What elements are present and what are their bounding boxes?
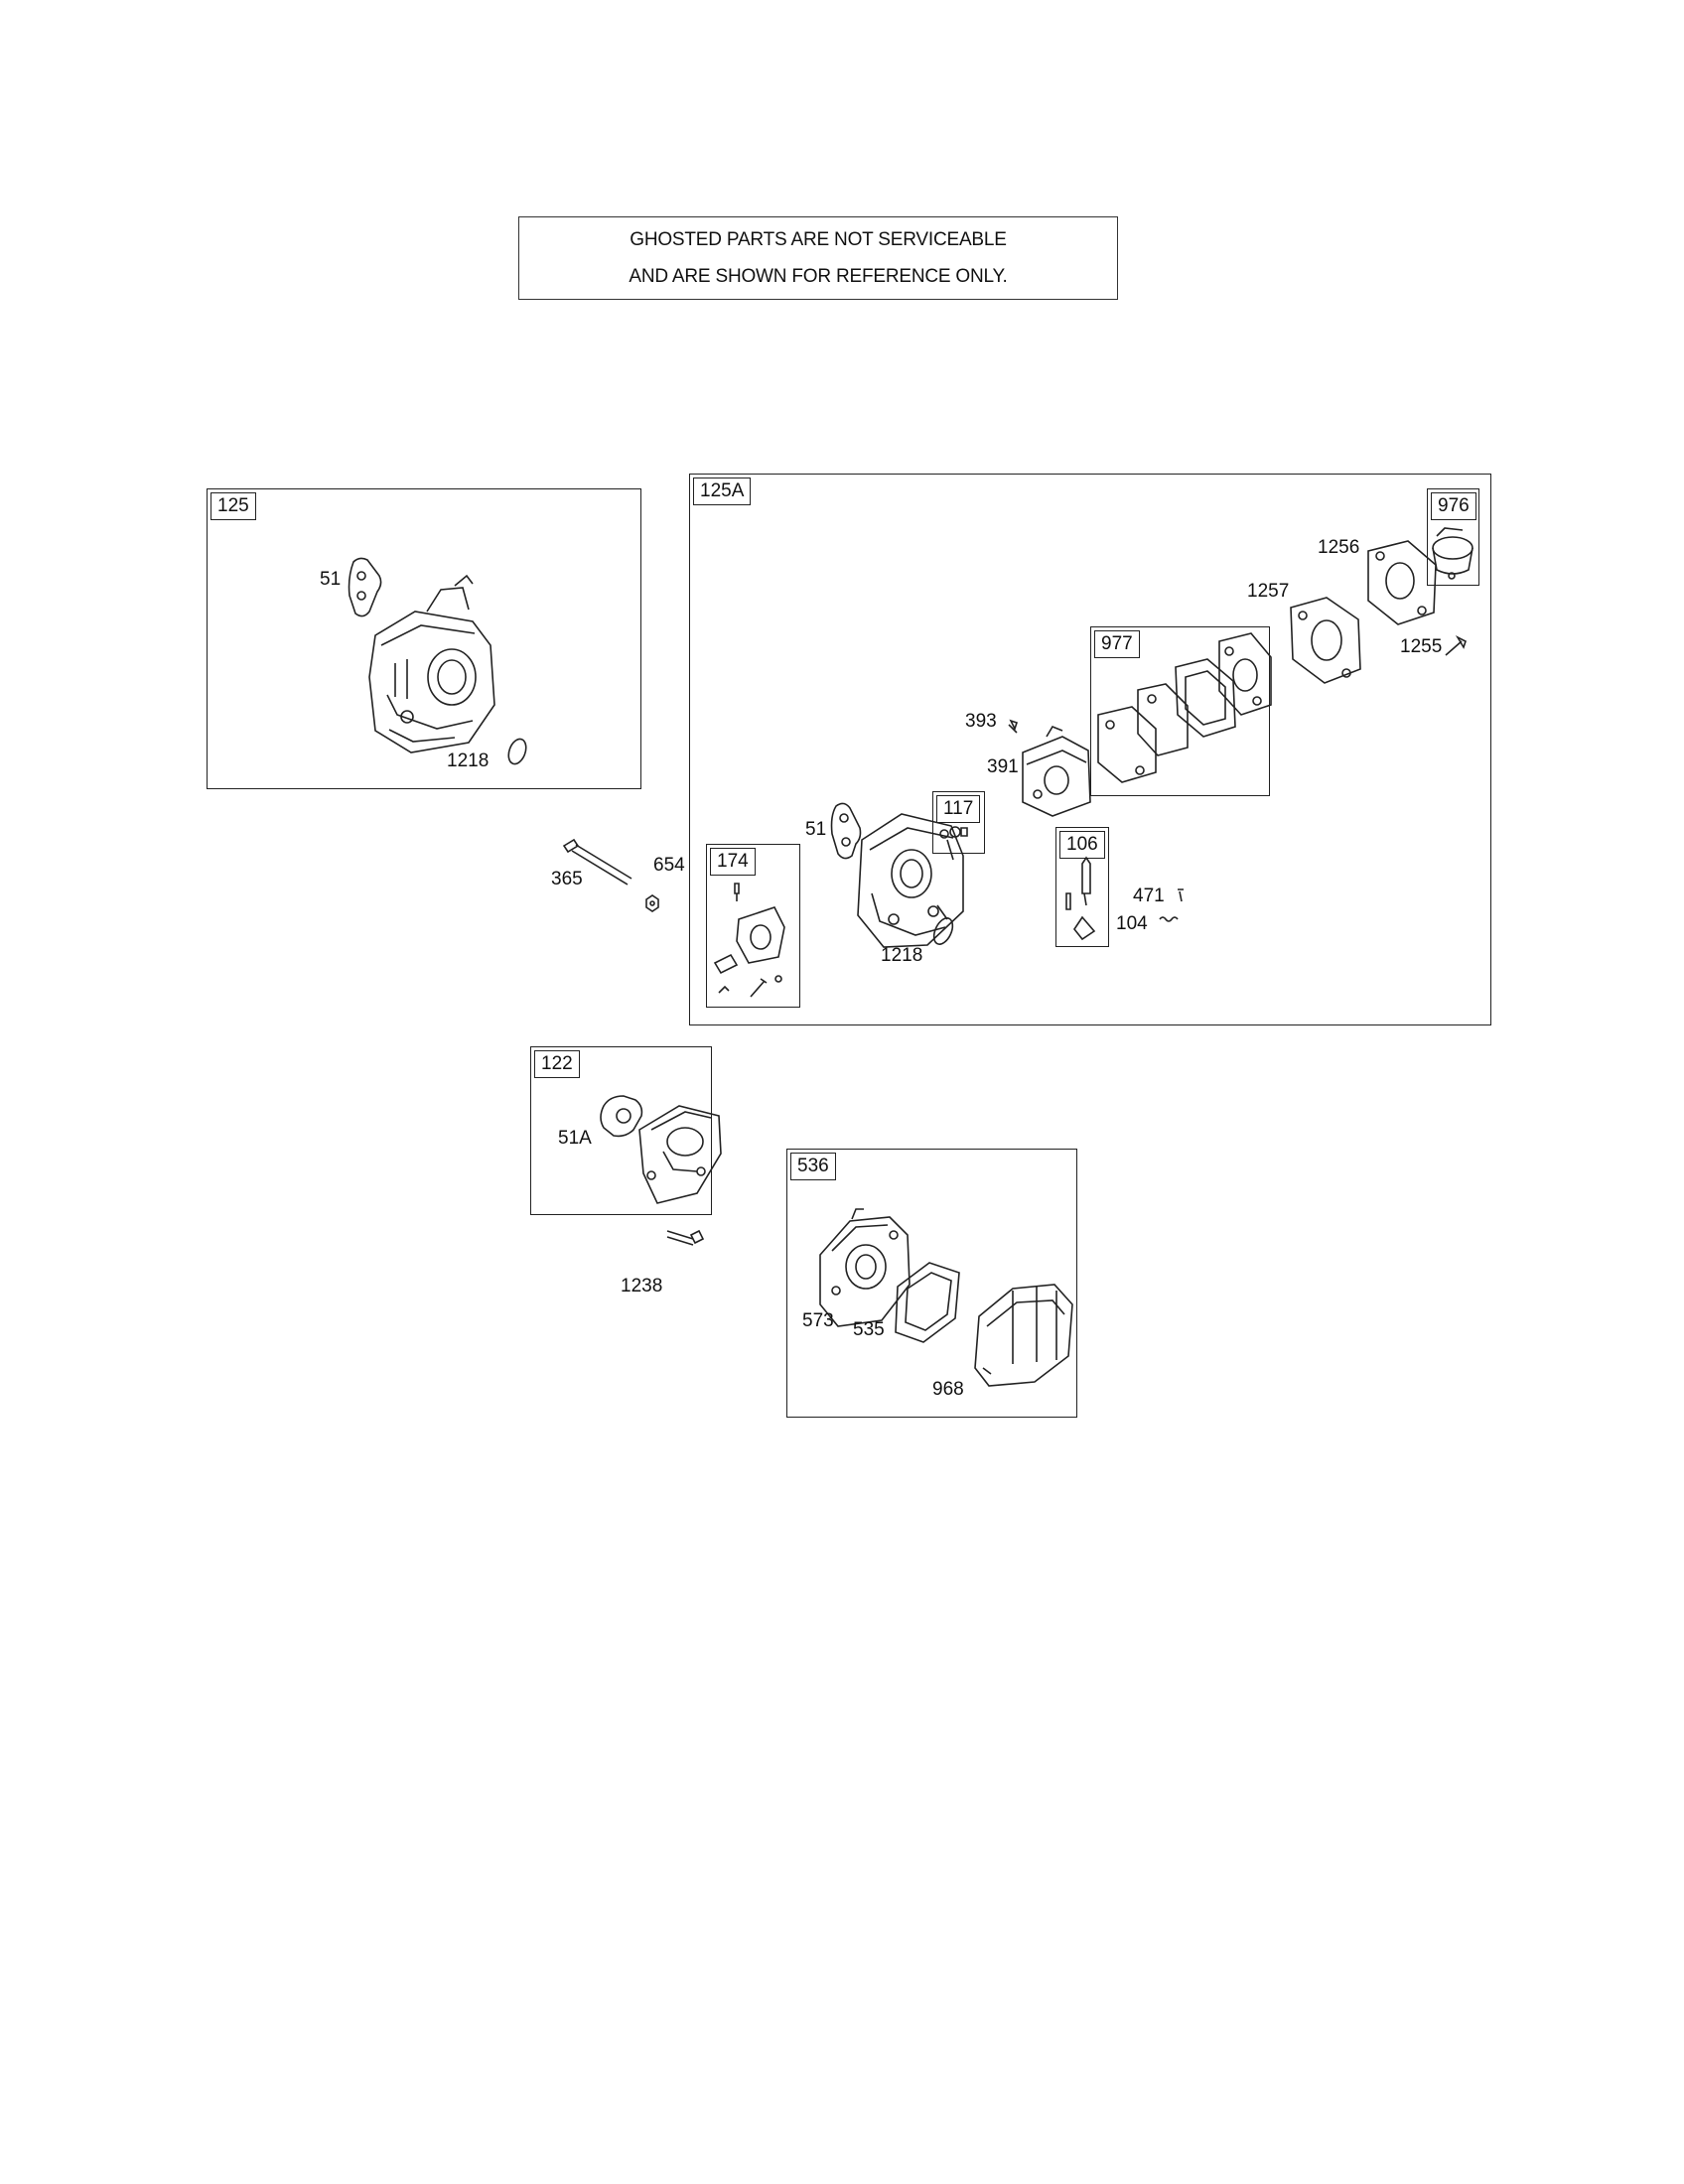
- assembly-106-tag: 106: [1059, 831, 1105, 859]
- callout-365: 365: [551, 869, 583, 889]
- air-cleaner-base-573-illustration: [820, 1209, 910, 1326]
- assembly-117-tag: 117: [936, 795, 981, 823]
- screw-393-illustration: [1009, 721, 1017, 733]
- gasket-kit-977-illustration: [1098, 633, 1271, 782]
- callout-51-top: 51: [320, 569, 342, 590]
- callout-535: 535: [853, 1319, 885, 1340]
- spring-104-illustration: [1160, 917, 1178, 921]
- needle-seat-106-illustration: [1066, 858, 1094, 939]
- screw-365-illustration: [564, 840, 632, 885]
- part-117-illustration: [940, 827, 967, 838]
- adapter-122-illustration: [639, 1106, 721, 1203]
- gasket-51A-illustration: [601, 1096, 641, 1136]
- kit-174-illustration: [715, 884, 784, 997]
- bolt-1238-illustration: [667, 1231, 703, 1245]
- assembly-125-tag: 125: [210, 492, 256, 520]
- assembly-122-box: 122: [530, 1046, 712, 1215]
- callout-1218-mid: 1218: [881, 945, 923, 966]
- notice-line-1: GHOSTED PARTS ARE NOT SERVICEABLE: [630, 229, 1007, 250]
- assembly-977-box: 977: [1090, 626, 1270, 796]
- oring-1218-top-illustration: [505, 737, 529, 766]
- callout-968: 968: [932, 1379, 964, 1400]
- assembly-976-tag: 976: [1431, 492, 1476, 520]
- assembly-976-box: 976: [1427, 488, 1479, 586]
- callout-1257: 1257: [1247, 581, 1290, 602]
- screw-1255-illustration: [1446, 637, 1466, 655]
- callout-51-mid: 51: [805, 819, 827, 840]
- assembly-125A-tag: 125A: [693, 478, 752, 505]
- gasket-51-mid-illustration: [832, 803, 861, 858]
- assembly-536-tag: 536: [790, 1153, 836, 1180]
- gasket-1256-illustration: [1368, 541, 1436, 624]
- filter-535-illustration: [896, 1263, 959, 1342]
- oring-1218-mid-illustration: [930, 915, 956, 947]
- plate-1257-illustration: [1291, 598, 1360, 683]
- assembly-174-tag: 174: [710, 848, 756, 876]
- notice-box: GHOSTED PARTS ARE NOT SERVICEABLE AND AR…: [518, 216, 1118, 300]
- callout-1255: 1255: [1400, 636, 1443, 657]
- callout-1256: 1256: [1318, 537, 1360, 558]
- assembly-125-box: 125: [207, 488, 641, 789]
- nut-654-illustration: [646, 895, 658, 911]
- callout-654: 654: [653, 855, 685, 876]
- callout-393: 393: [965, 711, 997, 732]
- assembly-122-tag: 122: [534, 1050, 580, 1078]
- part-976-illustration: [1433, 528, 1473, 579]
- cover-968-illustration: [975, 1285, 1072, 1386]
- assembly-174-box: 174: [706, 844, 800, 1008]
- assembly-117-box: 117: [932, 791, 985, 854]
- assembly-125A-box: 125A: [689, 474, 1491, 1025]
- assembly-106-box: 106: [1055, 827, 1109, 947]
- assembly-977-tag: 977: [1094, 630, 1140, 658]
- callout-471: 471: [1133, 886, 1165, 906]
- assembly-536-box: 536: [786, 1149, 1077, 1418]
- pin-471-illustration: [1178, 889, 1184, 901]
- callout-1238: 1238: [621, 1276, 663, 1297]
- pump-391-illustration: [1023, 727, 1090, 816]
- carburetor-125-illustration: [369, 576, 494, 752]
- gasket-51-top-illustration: [350, 558, 381, 615]
- notice-line-2: AND ARE SHOWN FOR REFERENCE ONLY.: [629, 266, 1008, 287]
- callout-51A: 51A: [558, 1128, 592, 1149]
- carburetor-body-125A-illustration: [858, 814, 963, 947]
- callout-104: 104: [1116, 913, 1148, 934]
- callout-391: 391: [987, 756, 1019, 777]
- callout-573: 573: [802, 1310, 834, 1331]
- callout-1218-top: 1218: [447, 751, 490, 771]
